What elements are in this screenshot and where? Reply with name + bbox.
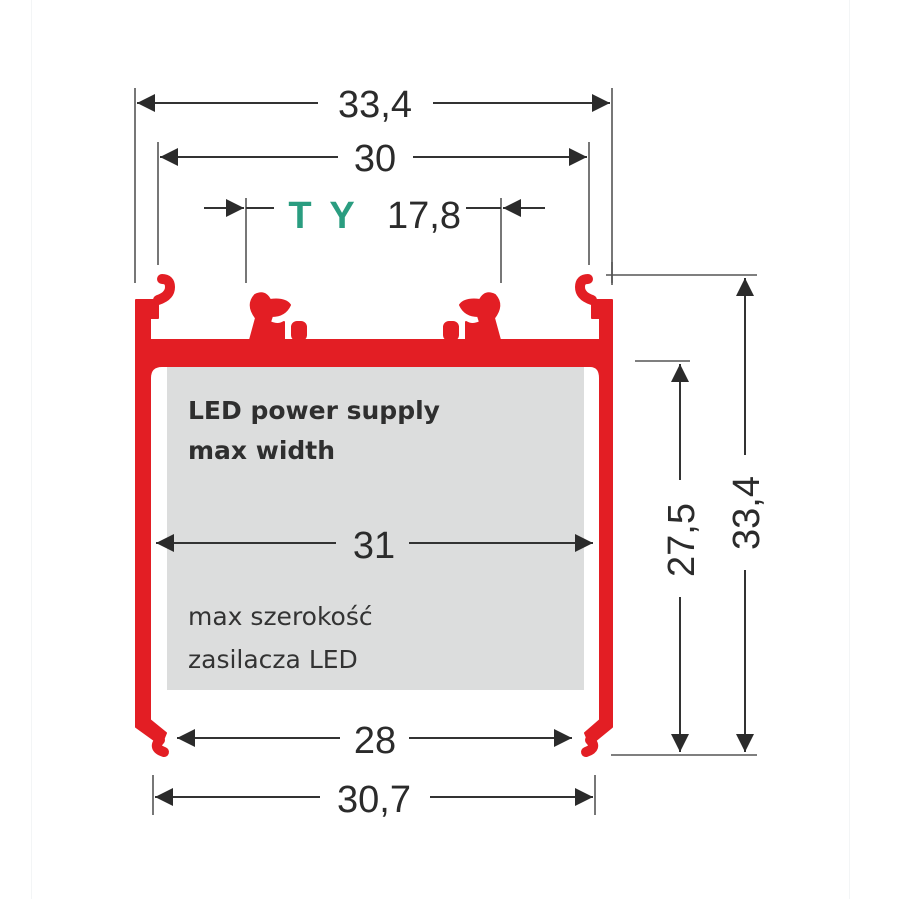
dim-mount-spacing: 17,8 xyxy=(387,195,461,237)
dim-inner-height: 27,5 xyxy=(661,503,703,577)
label-pl-line2: zasilacza LED xyxy=(188,645,358,674)
aluminium-profile xyxy=(135,274,613,757)
mount-label-t: T xyxy=(288,195,311,237)
mount-label-y: Y xyxy=(329,195,354,237)
label-en-line2: max width xyxy=(188,436,335,465)
dim-power-supply-width: 31 xyxy=(353,525,395,567)
dim-overall-height: 33,4 xyxy=(726,476,768,550)
dim-top-overall-width: 33,4 xyxy=(338,84,412,126)
label-en-line1: LED power supply xyxy=(188,396,440,425)
image-frame xyxy=(31,0,850,899)
label-pl-line1: max szerokość xyxy=(188,602,373,631)
dim-bottom-opening: 28 xyxy=(354,720,396,762)
dim-top-inner-width: 30 xyxy=(354,138,396,180)
dim-bottom-overall-width: 30,7 xyxy=(337,779,411,821)
power-supply-area xyxy=(167,365,584,690)
